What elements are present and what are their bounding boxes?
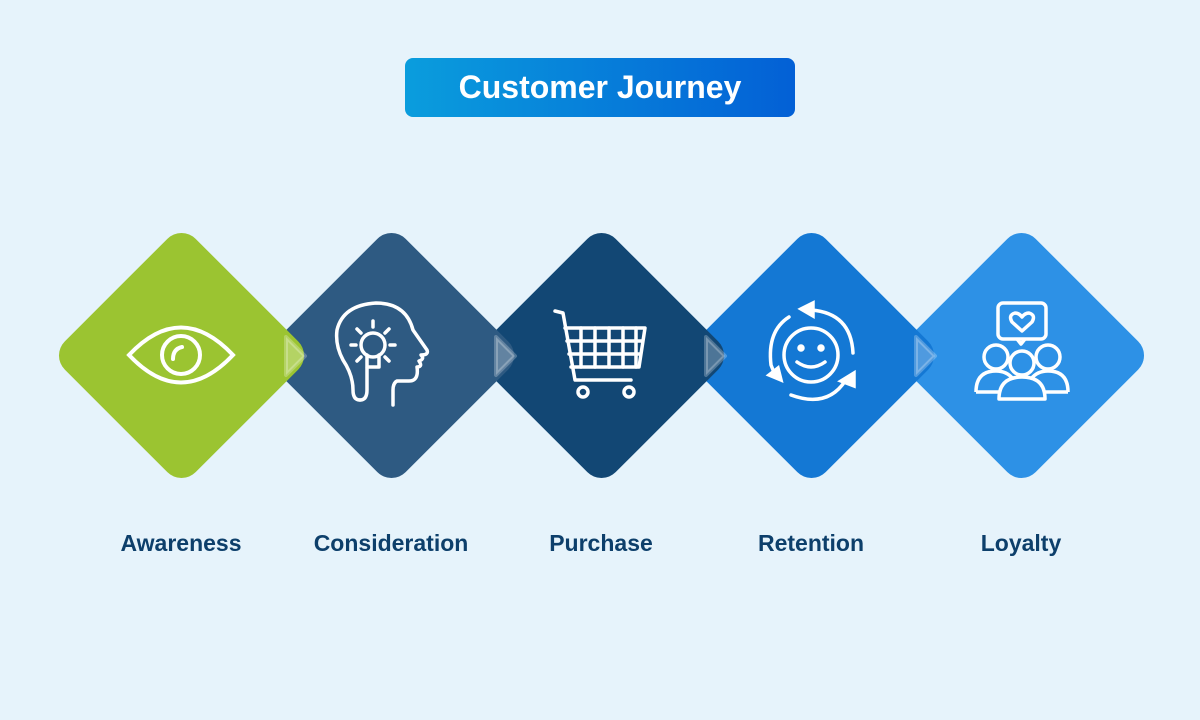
arrow-right-icon [284,335,307,377]
stage-label: Retention [757,530,865,556]
eye-icon [126,325,236,385]
stage-label: Purchase [549,530,653,556]
arrow-right-icon [704,335,727,377]
head-lightbulb-icon [334,301,430,407]
smiley-cycle-icon [765,300,856,402]
arrow-right-icon [494,335,517,377]
community-heart-icon [974,301,1070,401]
stage-label: Loyalty [980,530,1062,556]
shopping-cart-icon [553,309,647,399]
stage-label: Consideration [313,530,469,556]
arrow-right-icon [914,335,937,377]
stage-label: Awareness [120,530,242,556]
page-title: Customer Journey [405,58,795,117]
